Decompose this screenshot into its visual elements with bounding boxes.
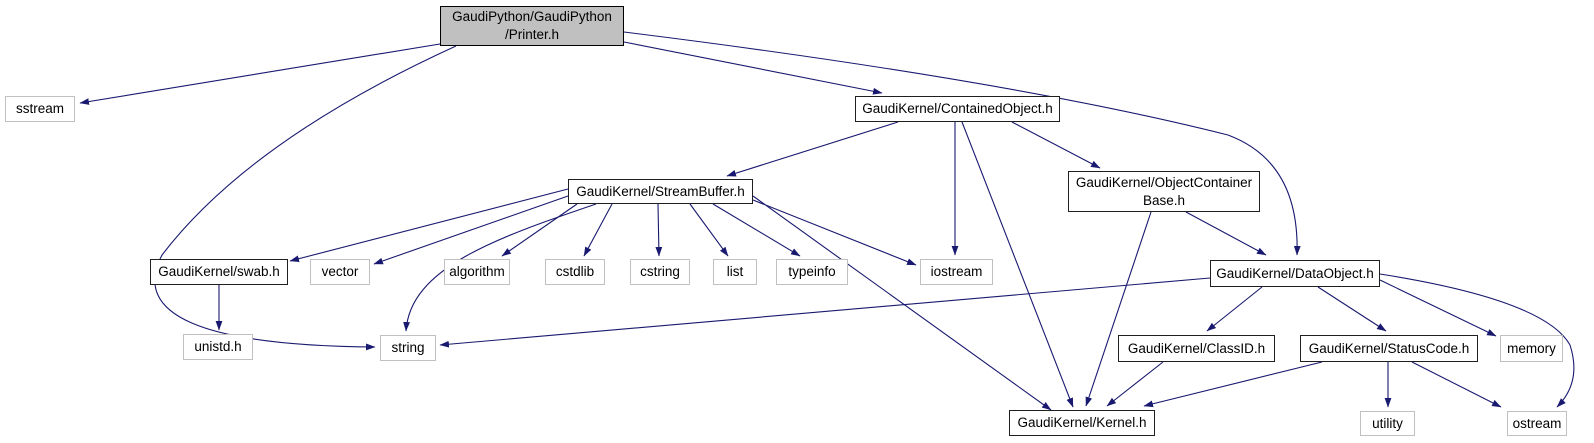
edge-streambuffer-to-swab [289, 188, 569, 263]
edge-streambuffer-to-cstdlib [583, 203, 613, 257]
edge-printer-to-containedobject [623, 41, 883, 95]
node-objectcontainerbase[interactable]: GaudiKernel/ObjectContainer Base.h [1068, 171, 1260, 212]
node-algorithm: algorithm [444, 259, 510, 285]
node-ostream: ostream [1507, 411, 1567, 436]
edge-dataobject-to-string [439, 277, 1211, 348]
edge-statuscode-to-ostream [1411, 361, 1502, 408]
edge-printer-to-sstream [79, 42, 447, 105]
edge-streambuffer-to-cstring [655, 203, 663, 257]
node-cstring: cstring [630, 259, 690, 285]
edge-streambuffer-to-iostream [752, 199, 917, 266]
node-unistd: unistd.h [183, 334, 253, 360]
edge-dataobject-to-statuscode [1317, 286, 1387, 332]
edge-objectcontainerbase-to-kernel [1085, 211, 1152, 407]
edge-streambuffer-to-kernel [752, 195, 1052, 411]
node-streambuffer[interactable]: GaudiKernel/StreamBuffer.h [568, 179, 753, 204]
edge-containedobject-to-streambuffer [726, 121, 899, 177]
edge-statuscode-to-kernel [1143, 361, 1323, 408]
node-cstdlib: cstdlib [545, 259, 605, 285]
node-classid[interactable]: GaudiKernel/ClassID.h [1118, 335, 1275, 362]
edge-streambuffer-to-typeinfo [712, 203, 801, 257]
node-vector: vector [310, 259, 370, 285]
node-list: list [713, 259, 757, 285]
edge-streambuffer-to-vector [373, 195, 569, 265]
edge-containedobject-to-kernel [961, 121, 1074, 408]
node-statuscode[interactable]: GaudiKernel/StatusCode.h [1300, 335, 1478, 362]
edge-streambuffer-to-algorithm [501, 203, 578, 257]
node-sstream: sstream [5, 96, 75, 122]
edge-classid-to-kernel [1106, 361, 1164, 407]
node-kernel[interactable]: GaudiKernel/Kernel.h [1009, 410, 1155, 436]
node-iostream: iostream [920, 259, 993, 285]
edge-streambuffer-to-list [689, 203, 729, 257]
edge-dataobject-to-memory [1379, 279, 1497, 337]
node-swab[interactable]: GaudiKernel/swab.h [150, 259, 288, 285]
node-printer[interactable]: GaudiPython/GaudiPython /Printer.h [440, 6, 624, 46]
edge-dataobject-to-classid [1206, 286, 1263, 332]
node-utility: utility [1360, 411, 1415, 436]
edge-printer-to-string [154, 45, 457, 351]
edge-containedobject-to-objectcontainerbase [1011, 121, 1101, 169]
node-containedobject[interactable]: GaudiKernel/ContainedObject.h [855, 96, 1060, 122]
node-string: string [380, 335, 436, 361]
node-memory: memory [1500, 335, 1563, 362]
edge-dataobject-to-ostream [1379, 273, 1575, 408]
node-typeinfo: typeinfo [776, 259, 848, 285]
edge-printer-to-dataobject [623, 31, 1301, 256]
edge-objectcontainerbase-to-dataobject [1185, 211, 1267, 256]
edge-streambuffer-to-string [403, 203, 597, 332]
node-dataobject[interactable]: GaudiKernel/DataObject.h [1210, 260, 1380, 287]
